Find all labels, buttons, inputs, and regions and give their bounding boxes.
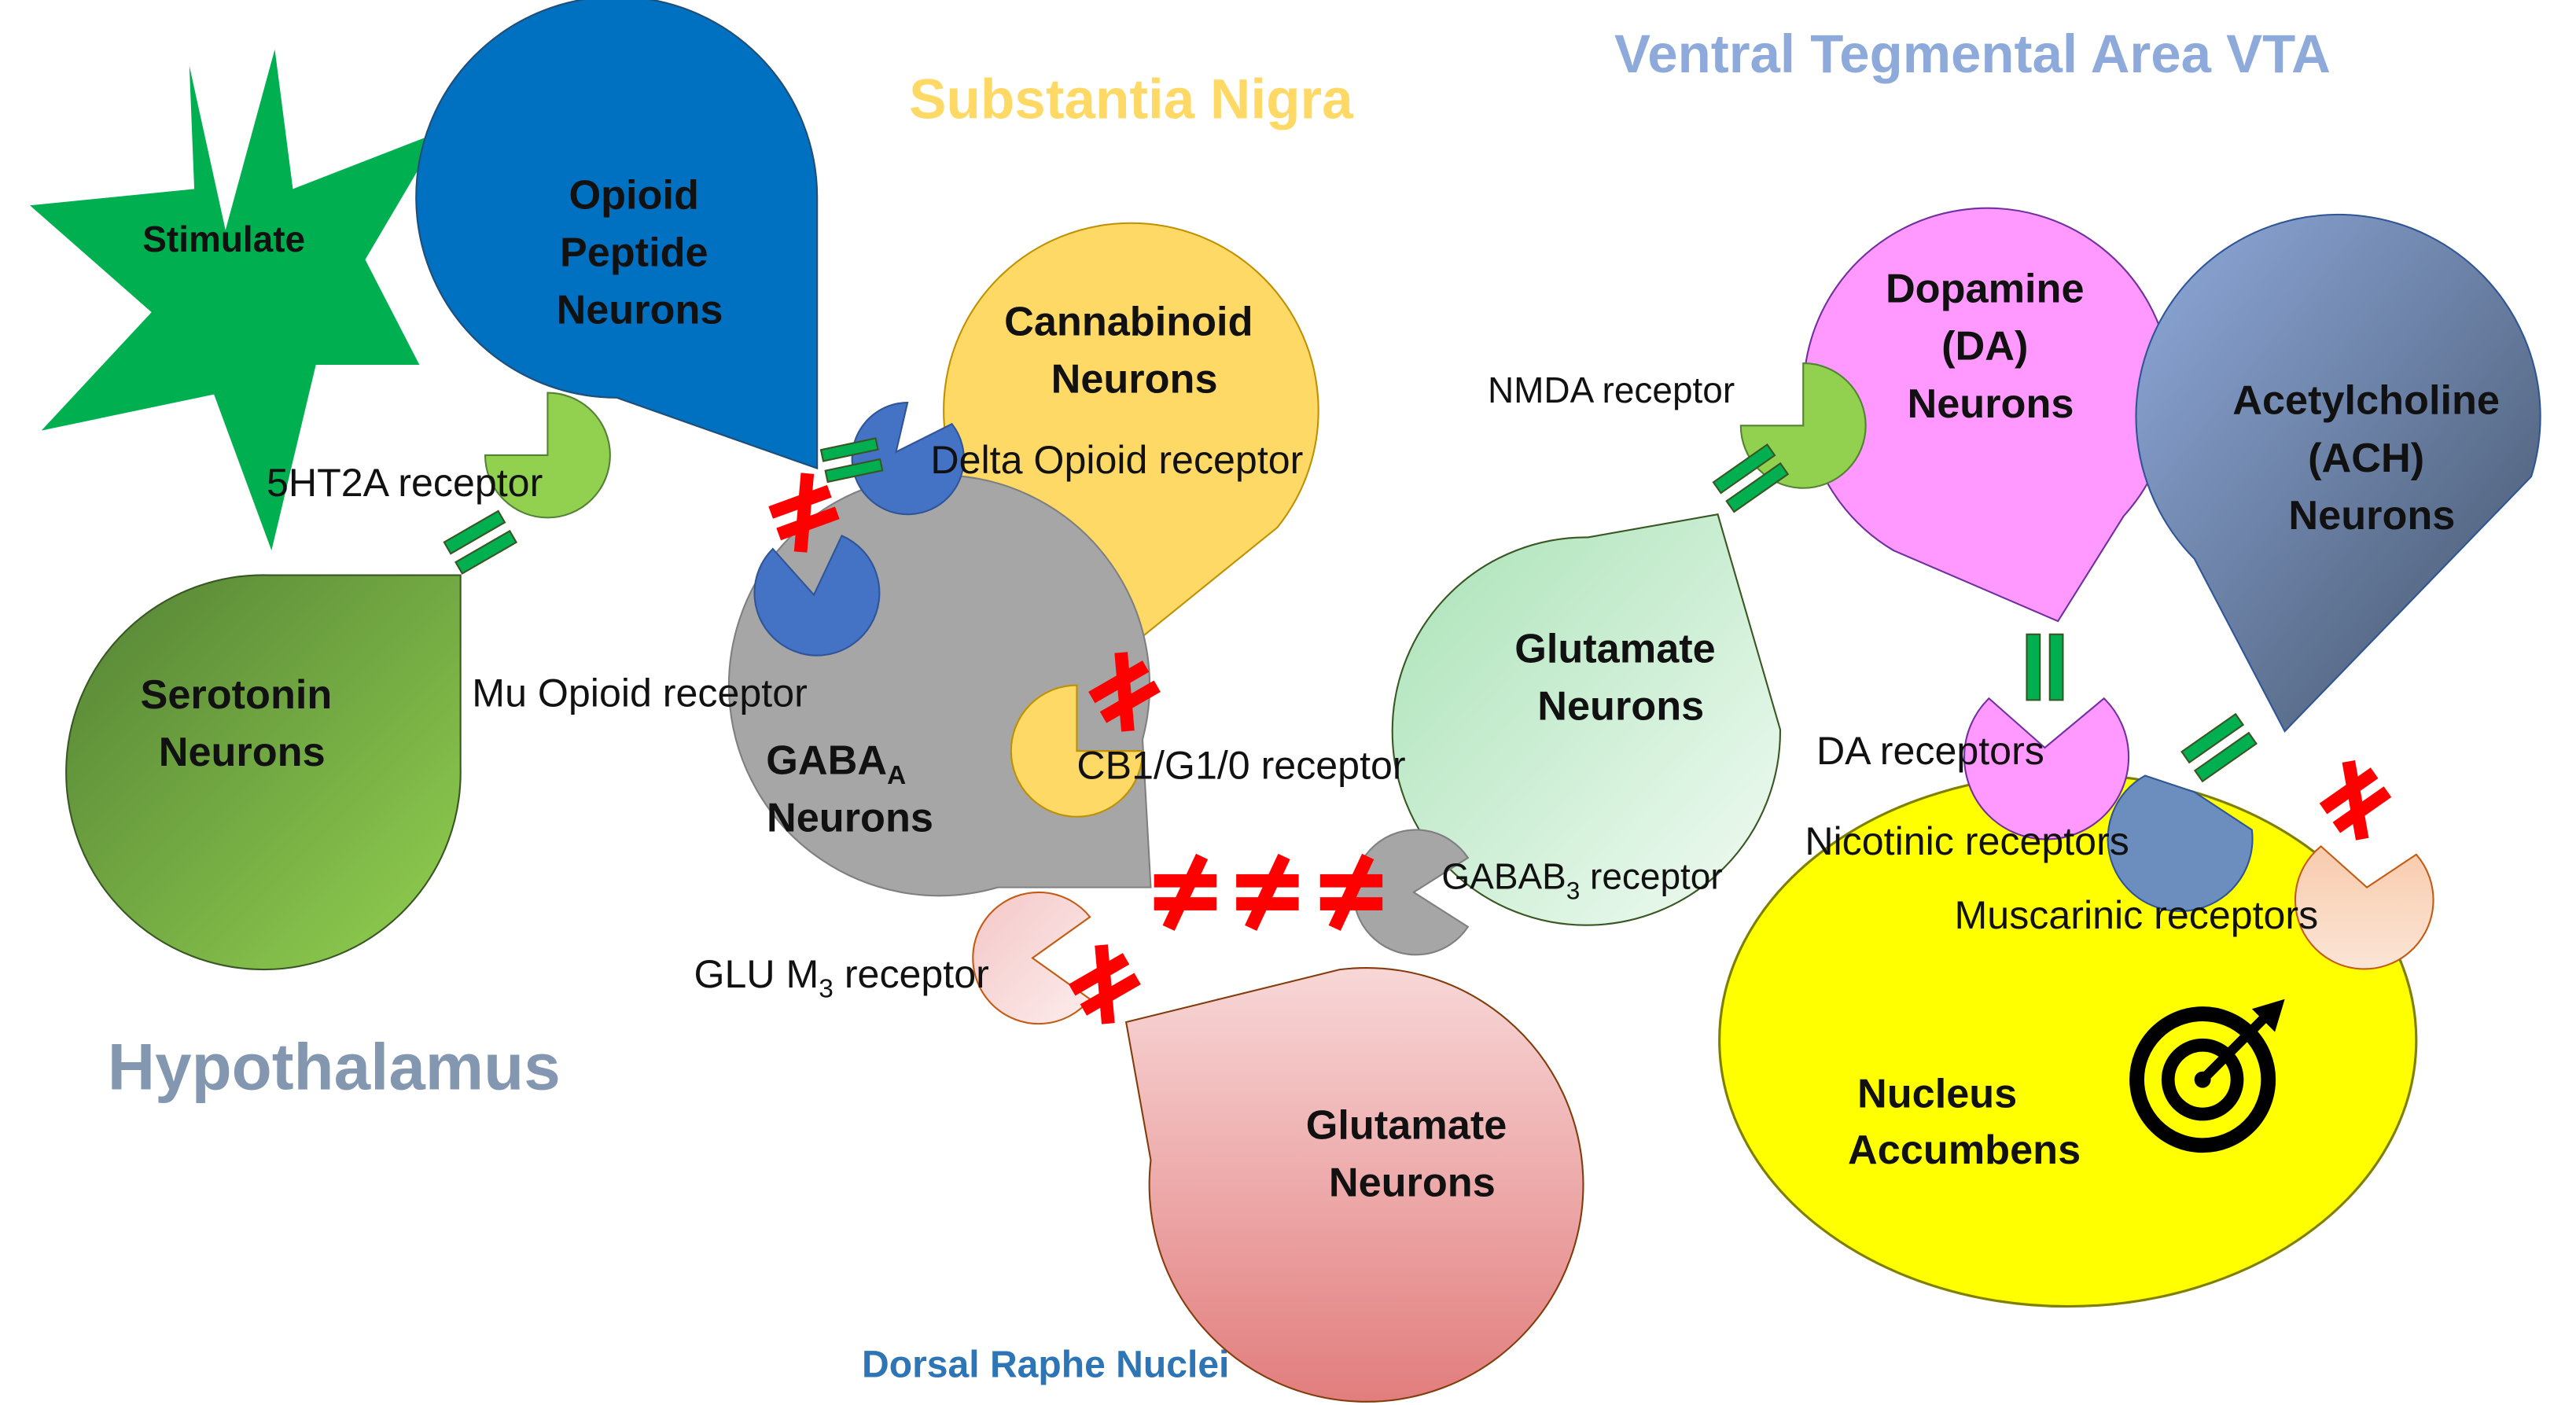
- activation-symbol-delta: [819, 437, 884, 484]
- activation-symbol-da: [2026, 633, 2064, 701]
- da-receptors-label: DA receptors: [1816, 729, 2044, 773]
- nicotinic-receptor: [2107, 774, 2254, 912]
- glu-m3-receptor: [972, 891, 1091, 1025]
- acetylcholine-neuron: [2135, 213, 2541, 733]
- inhibition-symbol-gabab-3: [1319, 853, 1383, 931]
- muscarinic-receptor: [2294, 845, 2434, 970]
- mu-opioid-receptor: [753, 534, 881, 657]
- 5ht2a-receptor-label: 5HT2A receptor: [267, 461, 543, 505]
- stimulate-star: [30, 49, 441, 551]
- cb1-receptor-label: CB1/G1/0 receptor: [1076, 744, 1405, 788]
- delta-opioid-receptor-label: Delta Opioid receptor: [930, 438, 1303, 482]
- gaba-a-label: GABAA Neurons: [766, 737, 933, 840]
- opioid-peptide-neuron: [415, 0, 819, 470]
- activation-symbol-nmda: [1712, 443, 1790, 513]
- glutamate-drn-label: Glutamate Neurons: [1306, 1102, 1518, 1205]
- region-dorsal-raphe: Dorsal Raphe Nuclei: [862, 1343, 1229, 1385]
- dopamine-label: Dopamine (DA) Neurons: [1886, 267, 2096, 427]
- activation-symbol-nicotinic: [2180, 712, 2258, 783]
- region-substantia-nigra: Substantia Nigra: [909, 68, 1353, 131]
- glutamate-vta-label: Glutamate Neurons: [1514, 626, 1727, 729]
- serotonin-label: Serotonin Neurons: [140, 672, 343, 775]
- cannabinoid-label: Cannabinoid Neurons: [1004, 299, 1264, 402]
- nicotinic-receptors-label: Nicotinic receptors: [1805, 819, 2129, 863]
- muscarinic-receptors-label: Muscarinic receptors: [1955, 893, 2319, 937]
- inhibition-symbol-cb1: [1088, 652, 1161, 732]
- cb1-receptor: [1010, 684, 1144, 818]
- glutamate-drn-neuron: [1124, 967, 1584, 1403]
- nucleus-accumbens-label: Nucleus Accumbens: [1848, 1072, 2081, 1173]
- 5ht2a-receptor: [484, 392, 611, 519]
- opioid-peptide-label: Opioid Peptide Neurons: [557, 172, 723, 333]
- nmda-receptor-label: NMDA receptor: [1488, 370, 1735, 410]
- activation-symbol-5ht2a: [443, 509, 518, 575]
- mu-opioid-receptor-label: Mu Opioid receptor: [472, 671, 808, 715]
- inhibition-symbol-muscarinic: [2319, 760, 2392, 840]
- inhibition-symbol-gabab-1: [1154, 853, 1217, 931]
- serotonin-neuron: [65, 574, 462, 971]
- nmda-receptor: [1739, 362, 1867, 489]
- target-icon: [2129, 999, 2285, 1153]
- inhibition-symbol-gabab-2: [1236, 853, 1299, 931]
- region-hypothalamus: Hypothalamus: [108, 1030, 561, 1104]
- stimulate-label: Stimulate: [142, 219, 305, 259]
- gabab3-receptor-label: GABAB3 receptor: [1441, 856, 1722, 905]
- delta-opioid-receptor: [851, 402, 965, 516]
- glu-m3-receptor-label: GLU M3 receptor: [694, 952, 988, 1004]
- inhibition-symbol-mu: [768, 473, 840, 553]
- inhibition-symbol-glu-m3: [1069, 944, 1141, 1024]
- acetylcholine-label: Acetylcholine (ACH) Neurons: [2232, 378, 2511, 539]
- da-receptor: [1963, 697, 2130, 840]
- region-vta: Ventral Tegmental Area VTA: [1614, 24, 2331, 84]
